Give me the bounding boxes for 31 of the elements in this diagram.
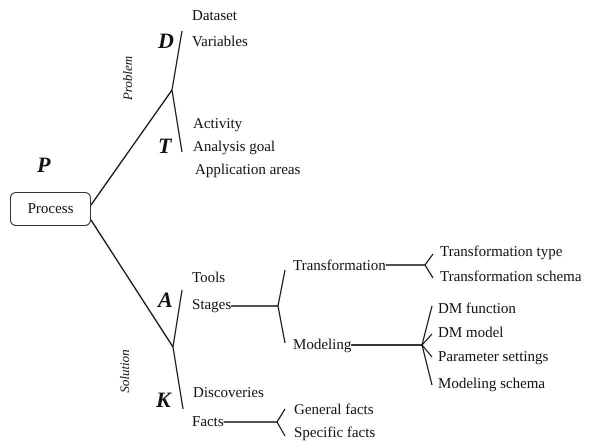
tree-item: Modeling bbox=[285, 336, 352, 354]
tree-item: Analysis goal bbox=[193, 138, 276, 156]
category-letter: A bbox=[158, 287, 182, 313]
category-letter: D bbox=[158, 28, 182, 54]
tree-item: Dataset bbox=[192, 7, 237, 25]
category-letter: K bbox=[156, 387, 183, 413]
tree-item: Discoveries bbox=[193, 384, 264, 402]
connector-line bbox=[90, 88, 183, 206]
tree-item: Variables bbox=[192, 33, 248, 51]
connector-line bbox=[90, 220, 184, 410]
tree-item: Tools bbox=[192, 269, 226, 287]
tree-item: Specific facts bbox=[285, 424, 376, 442]
tree-item: Activity bbox=[193, 115, 242, 133]
tree-item: DM model bbox=[432, 324, 504, 342]
heading-letter: P bbox=[37, 153, 50, 177]
tree-item: Stages bbox=[192, 296, 232, 314]
tree-item: Transformation schema bbox=[433, 268, 582, 286]
tree-item: Facts bbox=[192, 413, 224, 431]
tree-item: Transformation bbox=[285, 257, 386, 275]
tree-item: General facts bbox=[285, 401, 374, 419]
tree-item: Parameter settings bbox=[432, 348, 548, 366]
connector-line bbox=[351, 344, 433, 386]
tree-item: Modeling schema bbox=[432, 375, 546, 393]
tree-item: DM function bbox=[432, 300, 516, 318]
tree-item: Application areas bbox=[195, 161, 300, 179]
tree-item: Transformation type bbox=[433, 243, 562, 261]
category-letter: T bbox=[158, 133, 182, 159]
process-label: Process bbox=[26, 200, 74, 218]
connector-line bbox=[224, 421, 286, 436]
connector-line bbox=[386, 264, 434, 278]
connector-line bbox=[231, 305, 286, 344]
